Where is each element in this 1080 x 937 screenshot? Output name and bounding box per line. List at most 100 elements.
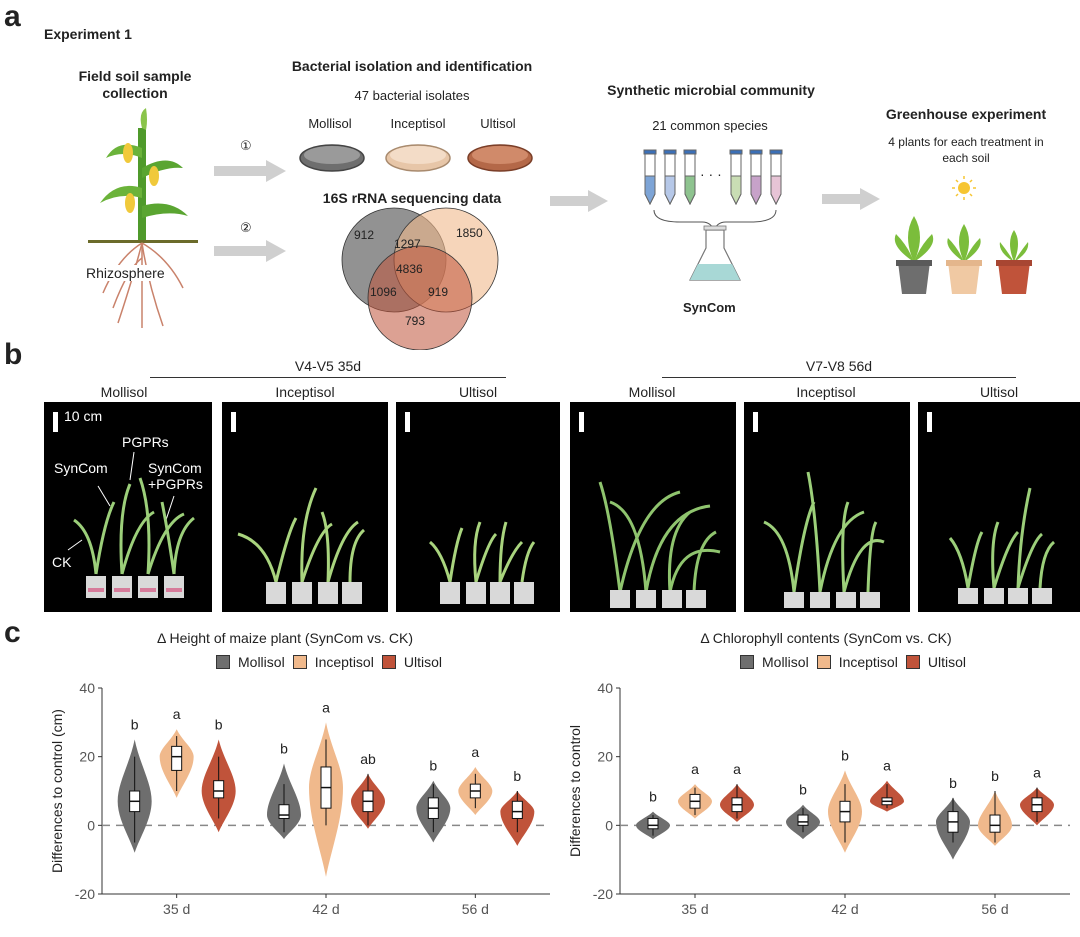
step-2-label: ② xyxy=(240,220,252,235)
x-tick-label: 56 d xyxy=(981,901,1008,917)
legend-swatch-ultisol xyxy=(381,655,396,669)
box xyxy=(171,745,183,771)
plant-photo-ultisol-56d xyxy=(918,402,1080,612)
label-pgprs: PGPRs xyxy=(122,434,169,450)
label-ck: CK xyxy=(52,554,72,570)
chart-2-title: Δ Chlorophyll contents (SynCom vs. CK) xyxy=(700,630,952,646)
legend-label-inceptisol: Inceptisol xyxy=(314,654,374,670)
legend-swatch-mollisol xyxy=(740,655,754,669)
panel-c-letter: c xyxy=(4,616,21,649)
significance-letter: b xyxy=(513,768,521,784)
isolation-title: Bacterial isolation and identification xyxy=(291,58,533,74)
significance-letter: ab xyxy=(360,751,376,767)
significance-letter: a xyxy=(733,761,741,777)
scale-bar xyxy=(753,412,758,432)
arrow-to-syncom xyxy=(550,190,608,212)
photo-soil-2: Inceptisol xyxy=(275,384,335,400)
plant-photo-mollisol-35d: 10 cm PGPRs SynCom SynCom +PGPRs CK xyxy=(44,402,212,612)
isolates-text: 47 bacterial isolates xyxy=(354,88,470,103)
significance-letter: b xyxy=(799,782,807,798)
label-syncom-pgprs-line1: SynCom xyxy=(148,460,202,476)
syncom-title: Synthetic microbial community xyxy=(607,82,815,98)
x-tick-label: 56 d xyxy=(462,901,489,917)
y-tick-label: 0 xyxy=(605,817,613,833)
scale-bar xyxy=(231,412,236,432)
chart-1-title: Δ Height of maize plant (SynCom vs. CK) xyxy=(157,630,413,646)
y-tick-label: 0 xyxy=(87,817,95,833)
plants-drawing xyxy=(763,471,885,608)
label-syncom-pgprs-line2: +PGPRs xyxy=(148,476,203,492)
significance-letter: b xyxy=(215,717,223,733)
plants-drawing xyxy=(237,487,366,604)
rhizosphere-label: Rhizosphere xyxy=(84,265,167,281)
significance-letter: a xyxy=(471,744,479,760)
soil-label-mollisol: Mollisol xyxy=(308,116,352,131)
y-axis-label: Differences to control (cm) xyxy=(49,709,65,873)
arrow-step-1 xyxy=(214,160,286,182)
box xyxy=(213,780,225,799)
panel-a-letter: a xyxy=(4,0,21,33)
culture-tubes xyxy=(643,149,783,206)
legend-label-mollisol: Mollisol xyxy=(762,654,809,670)
x-tick-label: 42 d xyxy=(312,901,339,917)
scale-label: 10 cm xyxy=(64,408,103,424)
petri-dishes xyxy=(299,144,533,172)
venn-ultisol-only: 793 xyxy=(405,314,426,328)
y-tick-label: -20 xyxy=(75,886,95,902)
greenhouse-pots xyxy=(894,176,1032,294)
stage-line-1 xyxy=(150,377,506,378)
plants-drawing xyxy=(67,451,195,598)
box xyxy=(278,804,290,819)
venn-mollisol-only: 912 xyxy=(354,228,375,242)
plant-photo-inceptisol-56d xyxy=(744,402,910,612)
legend-swatch-ultisol xyxy=(905,655,920,669)
legend-label-ultisol: Ultisol xyxy=(927,654,966,670)
significance-letter: b xyxy=(280,741,288,757)
venn-mollisol-inceptisol: 1297 xyxy=(394,237,421,251)
field-title: Field soil sample collection xyxy=(78,68,192,101)
y-tick-label: -20 xyxy=(593,886,613,902)
box xyxy=(989,814,1001,833)
greenhouse-title: Greenhouse experiment xyxy=(885,106,1047,122)
box xyxy=(511,800,523,819)
stage-line-2 xyxy=(662,377,1016,378)
flask-illustration xyxy=(653,209,777,281)
plants-drawing xyxy=(948,487,1056,604)
soil-label-ultisol: Ultisol xyxy=(480,116,516,131)
panel-b-letter: b xyxy=(4,338,23,371)
significance-letter: b xyxy=(429,758,437,774)
venn-diagram xyxy=(341,207,499,350)
greenhouse-text: 4 plants for each treatment in each soil xyxy=(888,135,1044,165)
step-1-label: ① xyxy=(240,138,252,153)
significance-letter: a xyxy=(322,699,330,715)
sequencing-title: 16S rRNA sequencing data xyxy=(322,190,502,206)
scale-bar xyxy=(579,412,584,432)
plant-photo-inceptisol-35d xyxy=(222,402,388,612)
venn-inceptisol-only: 1850 xyxy=(456,226,483,240)
x-tick-label: 35 d xyxy=(163,901,190,917)
maize-plant-illustration xyxy=(88,108,198,328)
scale-bar xyxy=(53,412,58,432)
box xyxy=(647,817,659,830)
legend-label-mollisol: Mollisol xyxy=(238,654,285,670)
plants-drawing xyxy=(598,481,721,608)
significance-letter: b xyxy=(649,789,657,805)
label-syncom: SynCom xyxy=(54,460,108,476)
legend-label-ultisol: Ultisol xyxy=(403,654,442,670)
legend-chart-1: Mollisol Inceptisol Ultisol xyxy=(216,654,442,670)
venn-all-three: 4836 xyxy=(396,262,423,276)
significance-letter: a xyxy=(1033,765,1041,781)
legend-label-inceptisol: Inceptisol xyxy=(838,654,898,670)
syncom-label: SynCom xyxy=(683,300,736,315)
photo-soil-6: Ultisol xyxy=(979,384,1019,400)
photo-soil-5: Inceptisol xyxy=(796,384,856,400)
y-tick-label: 20 xyxy=(597,749,613,765)
x-tick-label: 35 d xyxy=(681,901,708,917)
photo-soil-4: Mollisol xyxy=(628,384,676,400)
legend-swatch-inceptisol xyxy=(816,655,831,669)
photo-soil-3: Ultisol xyxy=(458,384,498,400)
venn-inceptisol-ultisol: 919 xyxy=(428,285,449,299)
significance-letter: b xyxy=(841,747,849,763)
